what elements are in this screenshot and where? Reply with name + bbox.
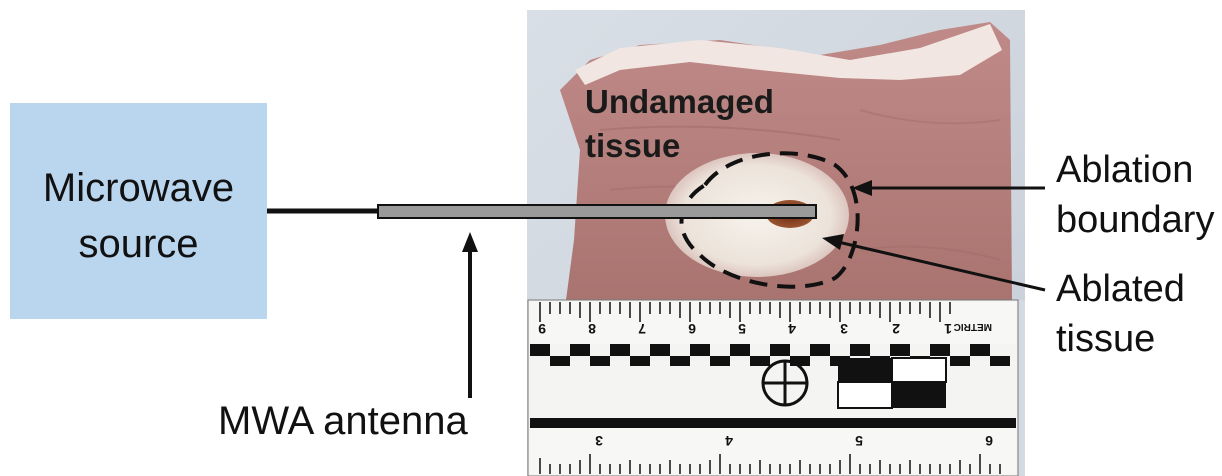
ruler: 9 8 7 6 5 4 3 2 1 METRIC 3 4 5 6: [528, 300, 1018, 476]
ruler-top-number: 3: [840, 321, 848, 337]
ablation-boundary-line1: Ablation: [1056, 145, 1214, 195]
ruler-top-number: 5: [738, 321, 746, 337]
ablation-boundary-line2: boundary: [1056, 195, 1214, 245]
ruler-bottom-number: 5: [855, 433, 863, 449]
mwa-antenna: [378, 205, 816, 218]
undamaged-tissue-line2: tissue: [585, 124, 774, 168]
ruler-top-number: 4: [788, 321, 796, 337]
ruler-top-number: 7: [638, 321, 646, 337]
mwa-antenna-label: MWA antenna: [218, 399, 468, 444]
ruler-bottom-number: 3: [595, 433, 603, 449]
ruler-top-number: 9: [538, 321, 546, 337]
ruler-bottom-number: 4: [725, 433, 733, 449]
undamaged-tissue-line1: Undamaged: [585, 80, 774, 124]
ruler-top-number: 6: [688, 321, 696, 337]
ruler-top-number: 2: [892, 321, 900, 337]
antenna-arrow: [462, 232, 478, 398]
ruler-metric-mark: METRIC: [954, 321, 992, 332]
undamaged-tissue-label: Undamaged tissue: [585, 80, 774, 168]
ablated-tissue-line2: tissue: [1056, 314, 1185, 364]
ruler-bottom-number: 6: [985, 433, 993, 449]
ablated-tissue-label: Ablated tissue: [1056, 264, 1185, 364]
ablation-boundary-label: Ablation boundary: [1056, 145, 1214, 245]
ruler-top-number: 8: [588, 321, 596, 337]
ablated-tissue-line1: Ablated: [1056, 264, 1185, 314]
ruler-top-number: 1: [944, 321, 952, 337]
